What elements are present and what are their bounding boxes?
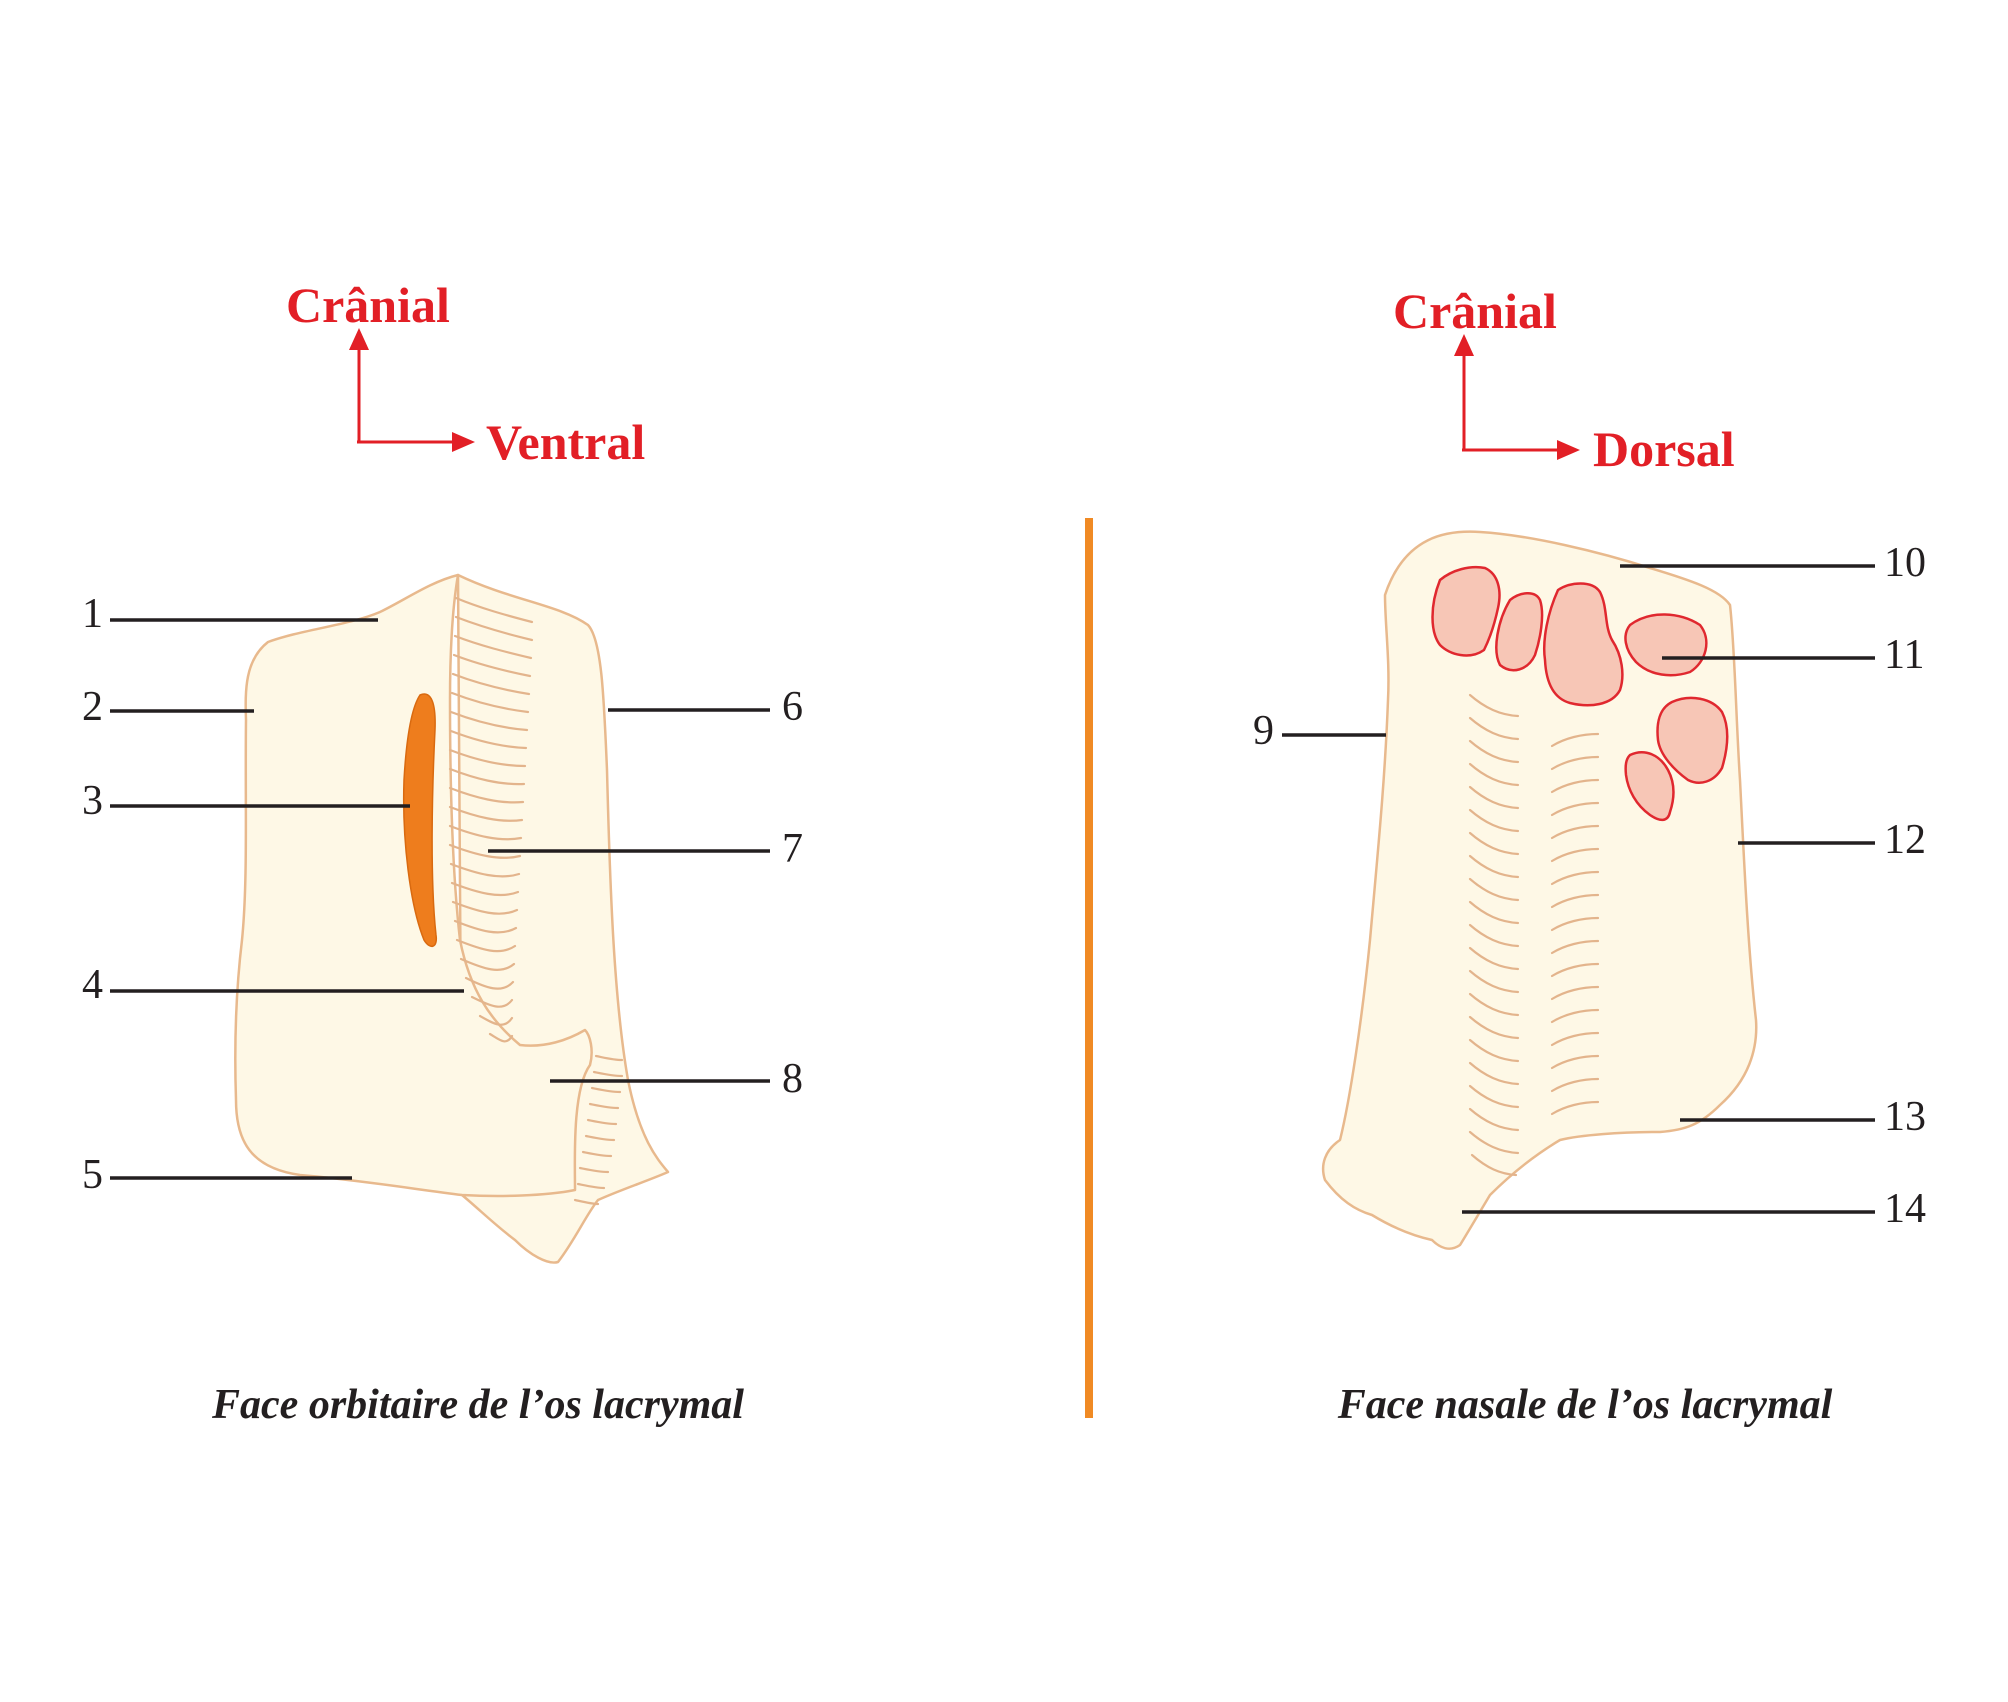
left-orientation-right-label: Ventral <box>486 414 645 470</box>
label-5: 5 <box>82 1152 103 1198</box>
label-7: 7 <box>782 826 803 872</box>
nasal-ridges-left <box>1468 693 1520 1177</box>
orbital-ridges-lower <box>573 1054 624 1206</box>
right-orientation-up-label: Crânial <box>1393 283 1557 339</box>
foramen-2 <box>1495 592 1544 672</box>
nasal-foramina <box>1431 565 1729 822</box>
nasal-face-drawing <box>1321 530 1758 1250</box>
left-right-arrowhead-icon <box>452 432 475 452</box>
foramen-4 <box>1624 613 1708 677</box>
nasal-face-caption: Face nasale de l’os lacrymal <box>1337 1382 1833 1428</box>
left-orientation-up-label: Crânial <box>286 277 450 333</box>
label-8: 8 <box>782 1056 803 1102</box>
label-14: 14 <box>1884 1186 1926 1232</box>
right-up-arrowhead-icon <box>1454 334 1474 356</box>
foramen-1 <box>1431 565 1501 657</box>
right-orientation-right-label: Dorsal <box>1593 421 1735 477</box>
label-12: 12 <box>1884 817 1926 863</box>
label-2: 2 <box>82 684 103 730</box>
lacrimal-groove <box>402 693 438 947</box>
label-11: 11 <box>1884 632 1924 678</box>
label-13: 13 <box>1884 1094 1926 1140</box>
foramen-5 <box>1656 696 1729 784</box>
label-4: 4 <box>82 962 103 1008</box>
label-3: 3 <box>82 778 103 824</box>
right-orientation-indicator: Crânial Dorsal <box>1393 283 1735 477</box>
orbital-ridges-upper <box>448 596 534 1043</box>
foramen-3 <box>1543 582 1624 707</box>
left-orientation-indicator: Crânial Ventral <box>286 277 645 470</box>
label-10: 10 <box>1884 540 1926 586</box>
nasal-face-labels: 9 10 11 12 13 14 <box>1253 540 1926 1232</box>
orbital-face-labels: 1 2 3 4 5 6 7 8 <box>82 591 803 1198</box>
left-up-arrowhead-icon <box>349 328 369 350</box>
right-right-arrowhead-icon <box>1557 440 1580 460</box>
label-9: 9 <box>1253 708 1274 754</box>
orbital-face-caption: Face orbitaire de l’os lacrymal <box>211 1382 744 1428</box>
orbital-face-drawing <box>234 573 670 1264</box>
label-1: 1 <box>82 591 103 637</box>
label-6: 6 <box>782 684 803 730</box>
nasal-ridges-right <box>1550 732 1600 1116</box>
nasal-main-body <box>1321 530 1758 1250</box>
foramen-6 <box>1624 751 1675 822</box>
